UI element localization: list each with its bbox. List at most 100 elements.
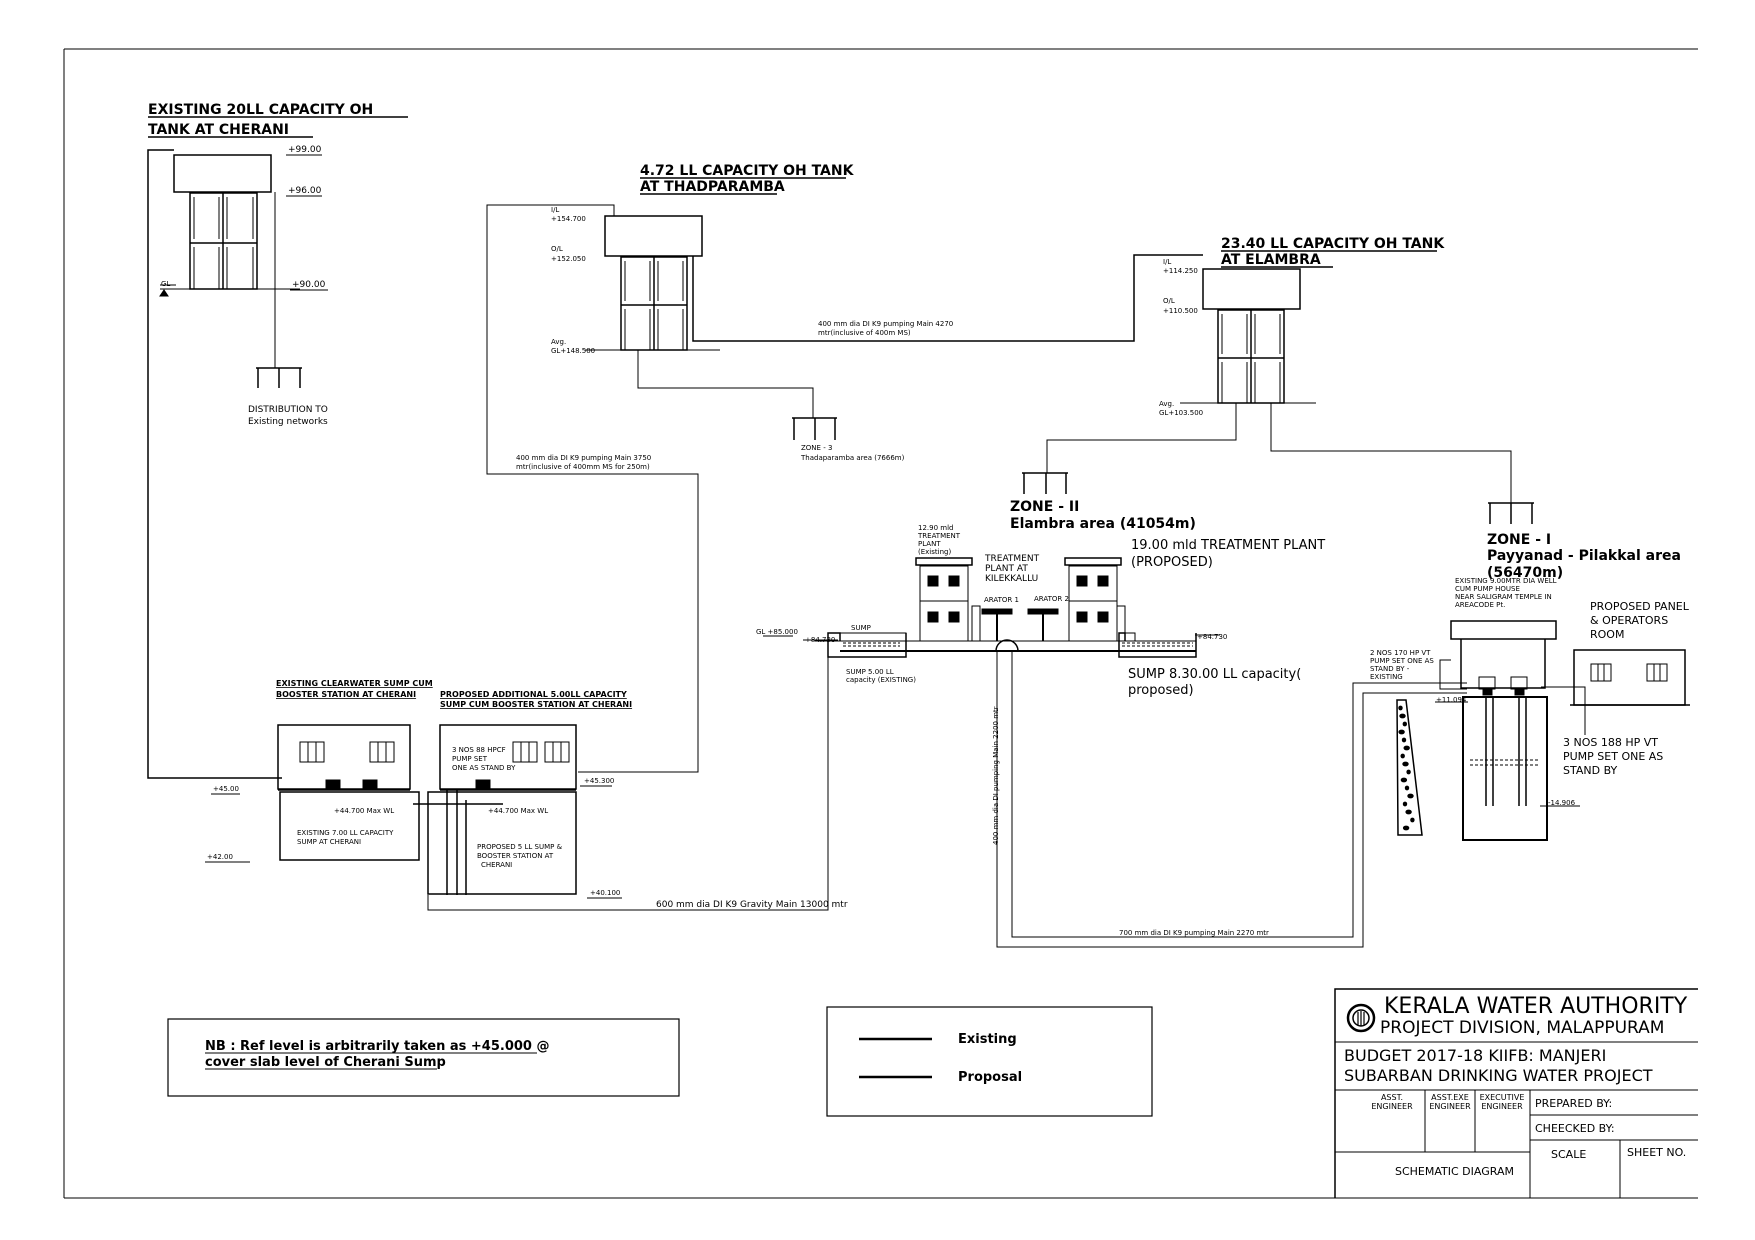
- cherani-pump-1: 3 NOS 88 HPCF: [452, 746, 506, 754]
- cherani-distribution-1: DISTRIBUTION TO: [248, 405, 328, 415]
- legend-existing: Existing: [958, 1032, 1017, 1047]
- rubble-stone: [1398, 705, 1403, 711]
- rubble-stone: [1402, 721, 1408, 727]
- rubble-stone: [1410, 817, 1415, 823]
- asst-exe-engineer-2: ENGINEER: [1429, 1102, 1471, 1111]
- note-line-1: NB : Ref level is arbitrarily taken as +…: [205, 1039, 549, 1054]
- thadparamba-tank-title-1: 4.72 LL CAPACITY OH TANK: [640, 163, 855, 179]
- tp-existing-1: 12.90 mld: [918, 524, 953, 532]
- well-pumps-4: EXISTING: [1370, 673, 1403, 681]
- cherani-sump-proposed-1: PROPOSED 5 LL SUMP &: [477, 843, 563, 851]
- tp-proposed-2: (PROPOSED): [1131, 555, 1213, 570]
- thadparamba-oh-tank: [585, 215, 837, 440]
- cherani-tank-title-1: EXISTING 20LL CAPACITY OH: [148, 102, 373, 118]
- well-title-3: NEAR SALIGRAM TEMPLE IN: [1455, 593, 1552, 601]
- zone3-area: Thadaparamba area (7666m): [800, 454, 905, 462]
- thadparamba-gl: GL+148.500: [551, 347, 595, 355]
- checked-by: CHEECKED BY:: [1535, 1122, 1615, 1135]
- legend-box: [826, 1006, 1153, 1117]
- rubble-stone: [1402, 825, 1410, 831]
- elambra-tank-title-1: 23.40 LL CAPACITY OH TANK: [1221, 236, 1445, 252]
- cherani-tank-title-2: TANK AT CHERANI: [148, 122, 289, 138]
- rubble-texture: [1398, 705, 1415, 831]
- elambra-il-level: +114.250: [1163, 267, 1198, 275]
- tp-sump-proposed-2: proposed): [1128, 683, 1194, 698]
- cherani-level-gl: +90.00: [292, 280, 326, 290]
- cherani-hwl-existing: +44.700 Max WL: [334, 807, 394, 815]
- pipe-thad-elambra-1: 400 mm dia DI K9 pumping Main 4270: [818, 320, 953, 328]
- pipe-cherani-thad-2: mtr(inclusive of 400mm MS for 250m): [516, 463, 650, 471]
- cherani-sump-existing-2: SUMP AT CHERANI: [297, 838, 361, 846]
- zone2-area: Elambra area (41054m): [1010, 516, 1196, 532]
- cherani-existing-title-2: BOOSTER STATION AT CHERANI: [276, 690, 416, 699]
- thadparamba-il: I/L: [551, 206, 559, 214]
- tp-mid-3: KILEKKALLU: [985, 574, 1038, 584]
- thadparamba-il-level: +154.700: [551, 215, 586, 223]
- well-level-bottom: -14.906: [1548, 799, 1576, 807]
- thadparamba-ol: O/L: [551, 245, 563, 253]
- tp-existing-3: PLANT: [918, 540, 941, 548]
- tp-arator-2: ARATOR 2: [1034, 595, 1069, 603]
- well-level-top: +11.094: [1436, 696, 1467, 704]
- sheet-no-label: SHEET NO.: [1627, 1146, 1686, 1159]
- tp-mid-2: PLANT AT: [985, 564, 1028, 574]
- exec-engineer-2: ENGINEER: [1481, 1102, 1523, 1111]
- well-pumps-3: STAND BY -: [1370, 665, 1410, 673]
- elambra-avg: Avg.: [1159, 400, 1174, 408]
- cherani-booster-stations: [205, 657, 829, 911]
- cherani-gl: GL: [161, 280, 170, 288]
- cherani-level-42: +42.00: [207, 853, 233, 861]
- well-pumps-1: 2 NOS 170 HP VT: [1370, 649, 1431, 657]
- elambra-oh-tank: [1022, 268, 1534, 524]
- well-title-1: EXISTING 9.00MTR DIA WELL: [1455, 577, 1557, 585]
- rubble-stone: [1407, 793, 1414, 799]
- zone1-area: Payyanad - Pilakkal area: [1487, 548, 1681, 564]
- rubble-stone: [1400, 753, 1405, 759]
- tp-level-84-right: +84.730: [1197, 633, 1227, 641]
- tp-arator-1: ARATOR 1: [984, 596, 1019, 604]
- note-box: [167, 1018, 680, 1097]
- cherani-sump-proposed-2: BOOSTER STATION AT: [477, 852, 554, 860]
- vt-pumps-2: PUMP SET ONE AS: [1563, 750, 1663, 763]
- cherani-thadparamba-main: [486, 204, 699, 773]
- rubble-stone: [1398, 729, 1405, 735]
- cherani-rising-main: [147, 149, 282, 779]
- scale-label: SCALE: [1551, 1148, 1586, 1161]
- elambra-il: I/L: [1163, 258, 1171, 266]
- rubble-stone: [1405, 809, 1412, 815]
- rubble-stone: [1404, 785, 1410, 791]
- cherani-pump-2: PUMP SET: [452, 755, 488, 763]
- rubble-stone: [1400, 777, 1408, 783]
- kwa-division: PROJECT DIVISION, MALAPPURAM: [1380, 1018, 1664, 1038]
- tp-sump-existing-1: SUMP 5.00 LL: [846, 668, 894, 676]
- asst-exe-engineer-1: ASST.EXE: [1431, 1093, 1469, 1102]
- elambra-tank-title-2: AT ELAMBRA: [1221, 252, 1321, 268]
- elambra-gl: GL+103.500: [1159, 409, 1203, 417]
- vt-pumps-1: 3 NOS 188 HP VT: [1563, 736, 1658, 749]
- kwa-org: KERALA WATER AUTHORITY: [1384, 994, 1688, 1019]
- cherani-level-45: +45.00: [213, 785, 239, 793]
- tp-existing-2: TREATMENT: [917, 532, 961, 540]
- treatment-plant: [763, 557, 1467, 948]
- cherani-distribution-2: Existing networks: [248, 417, 328, 427]
- well-pump-house: [1396, 620, 1690, 841]
- pipe-cherani-thad-1: 400 mm dia DI K9 pumping Main 3750: [516, 454, 651, 462]
- budget-line-2: SUBARBAN DRINKING WATER PROJECT: [1344, 1066, 1653, 1085]
- pipe-thad-elambra-2: mtr(inclusive of 400m MS): [818, 329, 911, 337]
- cherani-sump-existing-1: EXISTING 7.00 LL CAPACITY: [297, 829, 394, 837]
- thadparamba-ol-level: +152.050: [551, 255, 586, 263]
- tp-proposed-1: 19.00 mld TREATMENT PLANT: [1131, 538, 1325, 553]
- title-block: [1334, 988, 1698, 1198]
- well-pumps-2: PUMP SET ONE AS: [1370, 657, 1434, 665]
- drawing-title: SCHEMATIC DIAGRAM: [1395, 1165, 1514, 1178]
- legend-proposal: Proposal: [958, 1070, 1022, 1085]
- cherani-oh-tank: [159, 154, 328, 388]
- note-line-2: cover slab level of Cherani Sump: [205, 1055, 446, 1070]
- zone3-title: ZONE - 3: [801, 444, 832, 452]
- prepared-by: PREPARED BY:: [1535, 1097, 1612, 1110]
- rubble-stone: [1402, 761, 1409, 767]
- thadparamba-tank-title-2: AT THADPARAMBA: [640, 179, 785, 195]
- cherani-level-top: +99.00: [288, 145, 322, 155]
- tp-gl: GL +85.000: [756, 628, 798, 636]
